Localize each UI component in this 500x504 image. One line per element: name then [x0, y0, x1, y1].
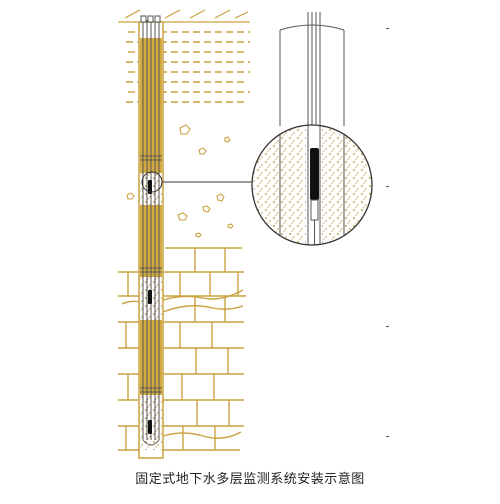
scale-tick: [386, 186, 389, 187]
detail-magnifier: [251, 124, 373, 246]
detail-tube-upper: [279, 12, 345, 126]
ground-surface: [118, 9, 250, 23]
gravel-layer: [126, 124, 234, 238]
detail-callout: [141, 171, 252, 193]
soil-layer-upper: [126, 31, 250, 103]
scale-tick: [386, 28, 389, 29]
well-sensors: [148, 180, 152, 434]
diagram-caption: 固定式地下水多层监测系统安装示意图: [135, 472, 365, 487]
scale-tick: [386, 326, 389, 327]
monitoring-well: [138, 15, 164, 459]
rock-layer: [118, 247, 246, 451]
scale-tick: [386, 436, 389, 437]
groundwater-sensor: [310, 148, 319, 200]
